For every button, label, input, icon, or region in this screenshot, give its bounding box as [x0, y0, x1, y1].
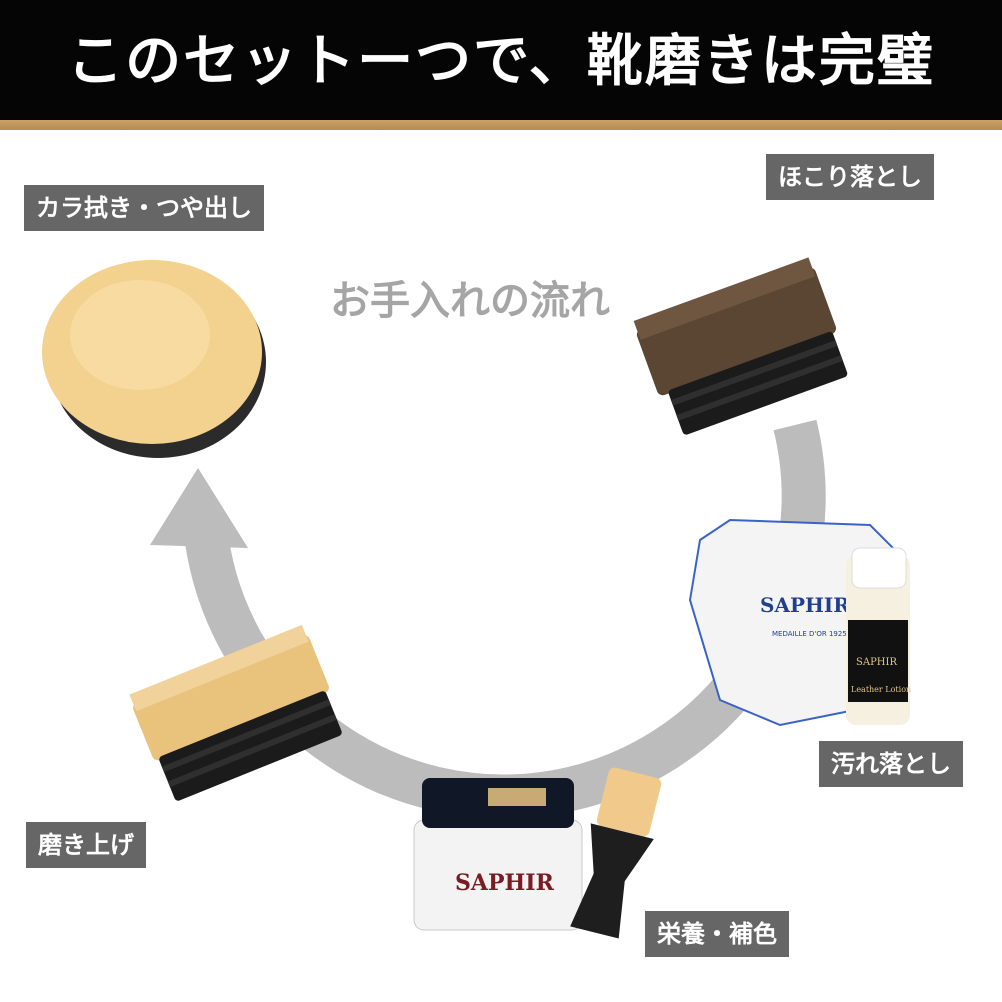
- header-banner: [0, 0, 1002, 120]
- bristle-brush: [129, 624, 342, 801]
- cloth-caption-text: MEDAILLE D'OR 1925 PARIS: [772, 630, 869, 638]
- cream-jar: SAPHIR: [413, 778, 583, 931]
- bottle-brand-text: SAPHIR: [856, 657, 897, 668]
- bottle-caption-text: Leather Lotion: [851, 685, 911, 694]
- step-label-dust-removal: ほこり落とし: [766, 154, 934, 200]
- horsehair-brush: [633, 257, 848, 435]
- step-label-nourish-color: 栄養・補色: [645, 911, 789, 957]
- jar-brand-text: SAPHIR: [455, 870, 555, 896]
- step-label-stain-removal: 汚れ落とし: [819, 741, 963, 787]
- page-title: このセットーつで、靴磨きは完璧: [67, 29, 935, 94]
- dauber-brush: [570, 767, 662, 939]
- step-label-buff-shine: カラ拭き・つや出し: [24, 185, 264, 231]
- flow-arrowhead: [150, 468, 248, 548]
- flow-title: お手入れの流れ: [330, 278, 610, 324]
- wool-mitt: [42, 260, 266, 458]
- gold-divider: [0, 120, 1002, 130]
- cloth-brand-text: SAPHIR: [760, 593, 850, 617]
- step-label-polish: 磨き上げ: [26, 822, 146, 868]
- leather-lotion-bottle: SAPHIR Leather Lotion: [846, 547, 911, 725]
